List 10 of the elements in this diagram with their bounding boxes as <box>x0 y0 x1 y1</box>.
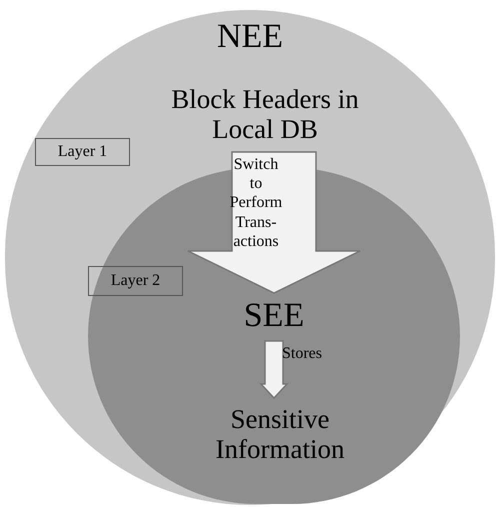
node-label: Block Headers in Local DB <box>165 80 365 150</box>
layer-tag: Layer 2 <box>88 266 183 296</box>
edge-label: Stores <box>282 344 323 364</box>
node-label: SEE <box>226 293 322 339</box>
edge-label: Switch to Perform Trans- actions <box>228 155 284 251</box>
block-arrow <box>259 340 289 400</box>
circle-heading: NEE <box>216 20 284 54</box>
block-arrow <box>187 151 361 294</box>
layer-tag: Layer 1 <box>35 138 130 166</box>
node-label: Sensitive Information <box>180 398 380 472</box>
